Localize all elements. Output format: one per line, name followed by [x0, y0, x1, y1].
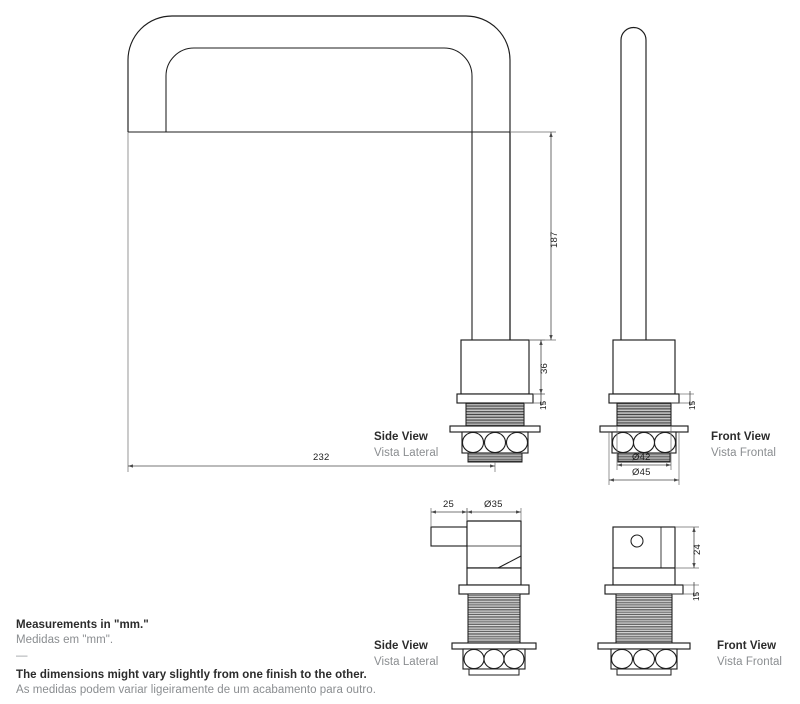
view-label-handle-side-pt: Vista Lateral [374, 655, 439, 668]
dimension-diameter-45 [608, 432, 680, 485]
view-label-handle-side: Side View Vista Lateral [374, 639, 438, 670]
dimension-15-spout [524, 391, 545, 406]
dimension-label-232: 232 [313, 452, 330, 463]
dimension-label-25: 25 [443, 499, 454, 510]
view-label-handle-side-en: Side View [374, 640, 428, 652]
dimension-label-187: 187 [549, 231, 560, 248]
spout-side-view-geometry [127, 15, 541, 463]
dimension-label-diameter-45: Ø45 [632, 467, 651, 478]
view-label-handle-front-en: Front View [717, 640, 777, 652]
units-note-en: Measurements in "mm." [16, 619, 149, 631]
dimension-232 [127, 132, 496, 472]
view-label-spout-front: Front View Vista Frontal [711, 430, 776, 461]
view-label-spout-side-en: Side View [374, 431, 428, 443]
view-label-spout-side: Side View Vista Lateral [374, 430, 438, 461]
dimension-24 [675, 526, 699, 569]
dimension-25 [430, 508, 468, 527]
dimension-diameter-42 [616, 426, 672, 470]
tolerance-note-en: The dimensions might vary slightly from … [16, 669, 367, 682]
dimension-diameter-35 [466, 508, 522, 521]
dimension-label-15-spout-side: 15 [539, 400, 548, 410]
dimension-label-36: 36 [539, 363, 550, 374]
handle-side-view-geometry [430, 520, 537, 676]
dimension-label-24: 24 [692, 544, 703, 555]
dimension-label-15-handle: 15 [692, 591, 701, 601]
dimension-label-diameter-35: Ø35 [484, 499, 503, 510]
tolerance-note-pt: As medidas podem variar ligeiramente de … [16, 684, 376, 697]
view-label-handle-front-pt: Vista Frontal [717, 655, 782, 668]
units-note-pt: Medidas em "mm". [16, 634, 114, 647]
handle-front-view-geometry [597, 526, 691, 676]
dimension-label-diameter-42: Ø42 [632, 452, 651, 463]
dimension-15-handle [672, 582, 699, 597]
view-label-spout-side-pt: Vista Lateral [374, 446, 439, 459]
view-label-spout-front-en: Front View [711, 431, 771, 443]
spout-front-view-geometry [599, 26, 689, 463]
view-label-handle-front: Front View Vista Frontal [717, 639, 782, 670]
footer-separator: — [16, 649, 28, 662]
dimension-15-spout-front [671, 391, 694, 406]
dimension-label-15-spout-front: 15 [688, 400, 697, 410]
footer-notes: Measurements in "mm." Medidas em "mm". —… [16, 618, 446, 699]
view-label-spout-front-pt: Vista Frontal [711, 446, 776, 459]
